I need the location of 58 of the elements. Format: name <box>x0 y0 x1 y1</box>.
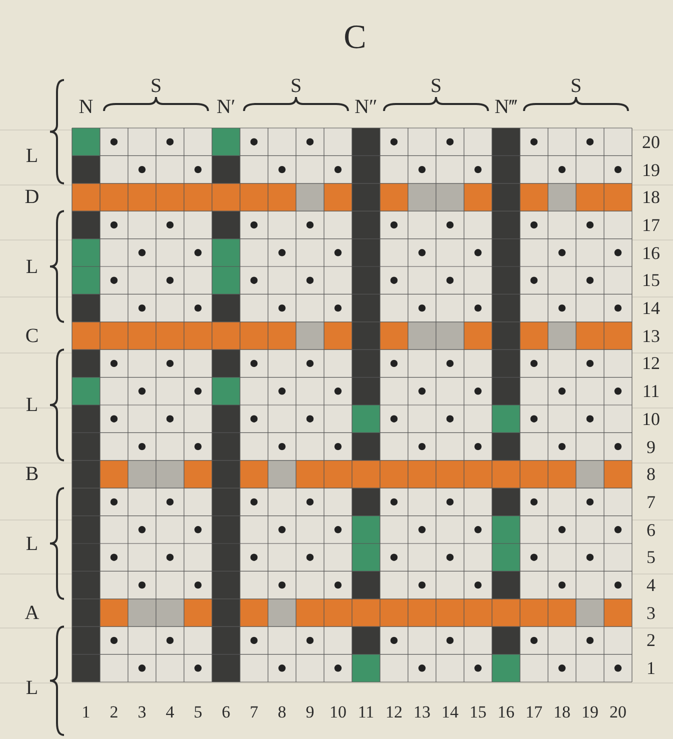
column-number: 16 <box>498 704 514 720</box>
section-label: S <box>430 76 442 96</box>
column-number: 5 <box>194 704 202 720</box>
row-number: 18 <box>642 188 660 206</box>
section-label: S <box>570 76 582 96</box>
column-number: 11 <box>358 704 374 720</box>
row-number: 5 <box>646 548 656 566</box>
row-number: 1 <box>646 659 656 678</box>
column-number: 13 <box>414 704 430 720</box>
row-number: 16 <box>642 244 660 262</box>
row-number: 7 <box>646 492 656 511</box>
column-number: 15 <box>470 704 486 720</box>
column-number: 4 <box>166 704 174 720</box>
column-number: 1 <box>82 704 90 720</box>
column-number: 17 <box>526 704 542 720</box>
column-number: 10 <box>330 704 346 720</box>
column-heading: N″ <box>354 97 378 117</box>
row-letter: L <box>26 534 38 554</box>
row-number: 12 <box>642 354 660 372</box>
row-letter: L <box>26 256 38 276</box>
column-number: 3 <box>138 704 146 720</box>
column-number: 8 <box>278 704 286 720</box>
row-letter: L <box>26 395 38 415</box>
title: C <box>344 21 366 55</box>
row-number: 10 <box>642 410 660 428</box>
column-number: 6 <box>222 704 230 720</box>
row-number: 13 <box>642 326 660 345</box>
row-number: 6 <box>646 520 656 539</box>
row-number: 15 <box>642 271 660 290</box>
column-number: 14 <box>442 704 458 720</box>
column-number: 7 <box>250 704 258 720</box>
row-number: 14 <box>642 299 660 318</box>
row-letter: L <box>26 146 38 166</box>
column-number: 20 <box>610 704 626 720</box>
row-number: 3 <box>646 604 656 622</box>
section-label: S <box>150 76 162 96</box>
row-letter: A <box>24 602 40 623</box>
column-number: 19 <box>582 704 598 720</box>
column-number: 2 <box>110 704 118 720</box>
row-number: 8 <box>646 465 656 484</box>
row-letter: L <box>26 678 38 698</box>
row-letter: B <box>25 464 39 484</box>
row-number: 11 <box>642 382 660 400</box>
column-heading: N <box>78 97 94 117</box>
row-number: 17 <box>642 216 660 234</box>
row-number: 2 <box>646 631 656 650</box>
row-letter: C <box>25 326 39 346</box>
row-number: 19 <box>642 160 660 179</box>
column-heading: N′ <box>216 97 236 117</box>
section-label: S <box>290 76 302 96</box>
row-number: 20 <box>642 132 660 151</box>
row-number: 9 <box>646 438 656 456</box>
row-letter: D <box>24 187 40 208</box>
column-number: 12 <box>386 704 402 720</box>
column-number: 9 <box>306 704 314 720</box>
column-number: 18 <box>554 704 570 720</box>
column-heading: N‴ <box>494 97 518 117</box>
row-number: 4 <box>646 576 656 594</box>
